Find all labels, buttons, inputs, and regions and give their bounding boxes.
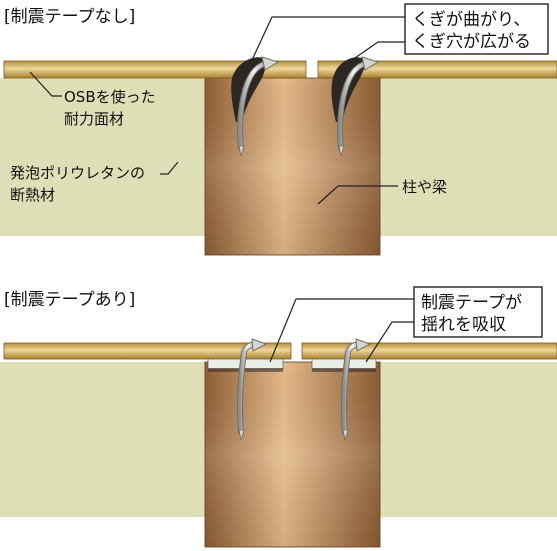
callout-bottom-line1: 制震テープが — [421, 293, 522, 313]
leader-callout-bottom-left — [269, 298, 414, 363]
leader-callout-top-left — [251, 16, 405, 61]
osb-board-left — [3, 60, 307, 79]
leader-osb — [29, 71, 62, 97]
leader-callout-bottom-right — [365, 321, 414, 363]
nail-icon — [337, 56, 380, 157]
leader-callout-top-right — [351, 41, 405, 61]
callout-top-line1: くぎが曲がり、 — [412, 10, 530, 30]
nail-icon — [237, 56, 280, 157]
osb-board-left-bottom — [3, 342, 292, 360]
callout-box-bottom — [413, 286, 543, 338]
label-insulation-line1: 発泡ポリウレタンの — [10, 164, 145, 182]
leader-insulation — [160, 161, 179, 175]
callout-top-line2: くぎ穴が広がる — [412, 32, 531, 52]
callout-bottom-line2: 揺れを吸収 — [421, 315, 506, 335]
nail-icon — [237, 338, 268, 441]
label-osb-line1: OSBを使った — [64, 88, 156, 106]
heading-without-tape: [制震テープなし] — [4, 7, 135, 27]
label-insulation-line2: 断熱材 — [10, 186, 55, 204]
nail-icon — [341, 338, 372, 441]
label-osb-line2: 耐力面材 — [64, 110, 124, 128]
panel-without-tape: [制震テープなし] くぎが曲がり、 くぎ穴が広がる — [0, 3, 557, 256]
label-post: 柱や梁 — [402, 178, 447, 196]
heading-with-tape: [制震テープあり] — [4, 290, 135, 310]
osb-board-right-bottom — [301, 342, 557, 360]
leader-post — [317, 185, 398, 205]
callout-box-top — [404, 3, 549, 55]
osb-board-right — [317, 60, 557, 79]
panel-with-tape: [制震テープあり] 制震テープが 揺れを吸収 — [0, 286, 557, 548]
